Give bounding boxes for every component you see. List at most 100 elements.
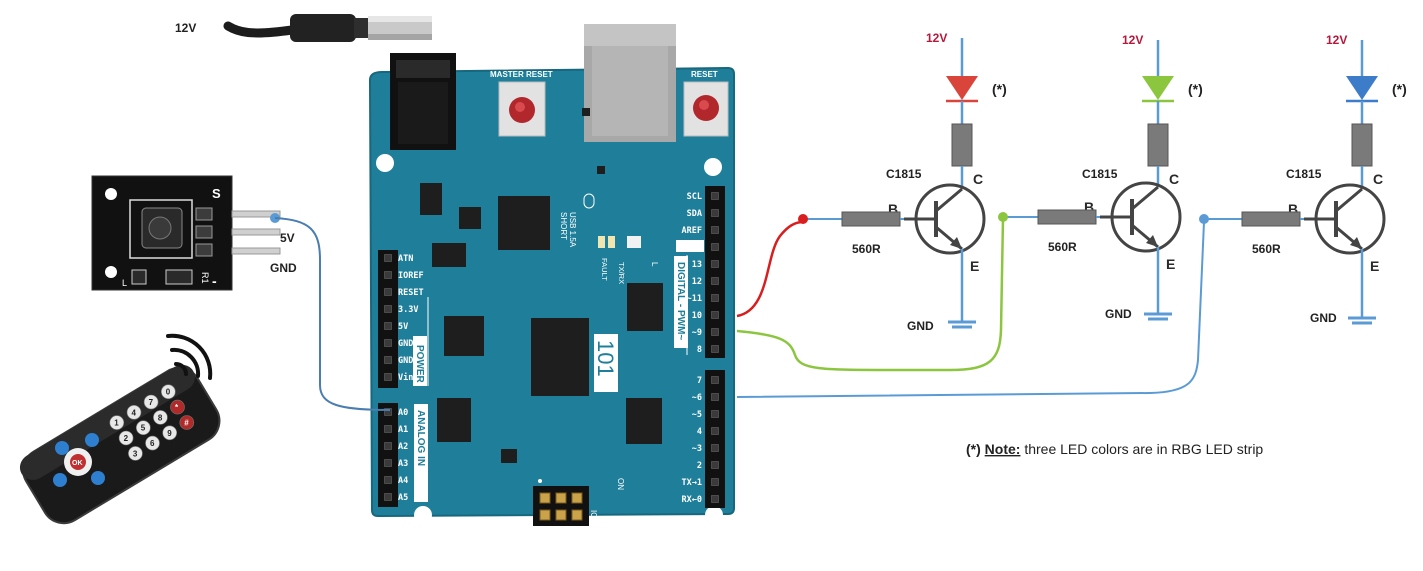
pin-label: 5V xyxy=(398,322,408,332)
header-pin[interactable] xyxy=(711,192,719,200)
note-text: (*) Note: three LED colors are in RBG LE… xyxy=(966,441,1263,457)
header-pin[interactable] xyxy=(711,461,719,469)
header-pin[interactable] xyxy=(711,226,719,234)
remote-key[interactable] xyxy=(126,404,142,420)
power-header xyxy=(378,250,398,388)
remote-key[interactable] xyxy=(118,430,134,446)
green-led xyxy=(1142,76,1174,100)
status-led xyxy=(627,236,641,248)
header-pin[interactable] xyxy=(711,478,719,486)
ir-silk-r1: R1 xyxy=(200,272,210,284)
ir-pin-minus-label: - xyxy=(212,273,217,289)
header-pin[interactable] xyxy=(711,209,719,217)
pin-label: A2 xyxy=(398,442,408,452)
pin-label: ~9 xyxy=(692,328,702,338)
note-keyword: Note: xyxy=(985,441,1021,457)
header-pin[interactable] xyxy=(384,305,392,313)
header-pin[interactable] xyxy=(711,345,719,353)
base-label: B xyxy=(1084,199,1094,215)
header-pin[interactable] xyxy=(384,476,392,484)
remote-key[interactable] xyxy=(179,415,195,430)
model-badge xyxy=(594,334,618,392)
led-note-marker: (*) xyxy=(1188,81,1203,97)
pin-label: GND xyxy=(398,339,413,349)
power-plug-label: 12V xyxy=(175,21,196,35)
pin-label: TX→1 xyxy=(682,478,702,488)
remote-key[interactable] xyxy=(145,435,160,451)
header-pin[interactable] xyxy=(711,410,719,418)
header-pin[interactable] xyxy=(384,425,392,433)
remote-key-label: 8 xyxy=(158,413,163,422)
emitter-label: E xyxy=(1166,256,1175,272)
header-pin[interactable] xyxy=(384,254,392,262)
header-pin[interactable] xyxy=(711,311,719,319)
remote-key[interactable] xyxy=(170,399,185,415)
remote-key-label: 1 xyxy=(114,419,119,428)
analog-header xyxy=(378,403,398,507)
base-label: B xyxy=(1288,201,1298,217)
header-pin[interactable] xyxy=(384,322,392,330)
remote-arrow-button[interactable] xyxy=(85,433,99,447)
remote-arrow-button[interactable] xyxy=(55,441,69,455)
header-pin[interactable] xyxy=(384,373,392,381)
icsp-pin xyxy=(571,509,583,521)
remote-key[interactable] xyxy=(143,394,159,410)
header-pin[interactable] xyxy=(711,260,719,268)
header-pin[interactable] xyxy=(384,442,392,450)
remote-key[interactable] xyxy=(136,420,151,436)
led-note-marker: (*) xyxy=(992,81,1007,97)
header-pin[interactable] xyxy=(384,493,392,501)
remote-key[interactable] xyxy=(153,410,168,425)
icsp-pin xyxy=(555,492,567,504)
remote-key-label: 7 xyxy=(149,398,154,407)
base-label: B xyxy=(888,201,898,217)
blue-channel-wire xyxy=(736,221,1205,398)
pin-label: SDA xyxy=(687,209,702,219)
chip xyxy=(626,398,662,444)
ir-receiver-module xyxy=(91,175,281,291)
remote-arrow-button[interactable] xyxy=(53,473,67,487)
resistor-label: 560R xyxy=(1252,242,1281,256)
remote-key[interactable] xyxy=(162,425,177,441)
header-pin[interactable] xyxy=(384,271,392,279)
remote-key[interactable] xyxy=(161,384,176,400)
pin-label: ~5 xyxy=(692,410,702,420)
pin-label: 12 xyxy=(692,277,702,287)
header-pin[interactable] xyxy=(711,444,719,452)
ir-silk-l: L xyxy=(122,278,127,288)
chip xyxy=(420,183,442,215)
pin-label: 2 xyxy=(697,461,702,471)
header-pin[interactable] xyxy=(384,339,392,347)
header-pin[interactable] xyxy=(711,393,719,401)
header-pin[interactable] xyxy=(711,376,719,384)
header-pin[interactable] xyxy=(384,356,392,364)
mounting-hole xyxy=(704,158,722,176)
header-pin[interactable] xyxy=(711,294,719,302)
mounting-hole xyxy=(414,506,432,524)
supply-label: 12V xyxy=(1326,33,1347,47)
header-pin[interactable] xyxy=(711,243,719,251)
master-reset-button[interactable] xyxy=(498,81,546,137)
header-pin[interactable] xyxy=(711,495,719,503)
header-pin[interactable] xyxy=(384,288,392,296)
header-pin[interactable] xyxy=(711,328,719,336)
header-pin[interactable] xyxy=(711,427,719,435)
remote-key[interactable] xyxy=(128,446,143,461)
header-pin[interactable] xyxy=(384,459,392,467)
header-pin[interactable] xyxy=(384,408,392,416)
remote-key-label: 0 xyxy=(166,388,171,397)
icsp-label: ICSP xyxy=(589,510,598,529)
remote-arrow-button[interactable] xyxy=(91,471,105,485)
blue-led xyxy=(1346,76,1378,100)
remote-ok-button[interactable] xyxy=(70,454,86,470)
pin-label: A0 xyxy=(398,408,408,418)
base-resistor xyxy=(841,211,901,227)
reset-button[interactable] xyxy=(683,81,729,137)
short-label: SHORT xyxy=(559,212,568,240)
usb-current-label: USB 1.5A xyxy=(568,212,577,248)
header-pin[interactable] xyxy=(711,277,719,285)
remote-key[interactable] xyxy=(109,415,125,430)
